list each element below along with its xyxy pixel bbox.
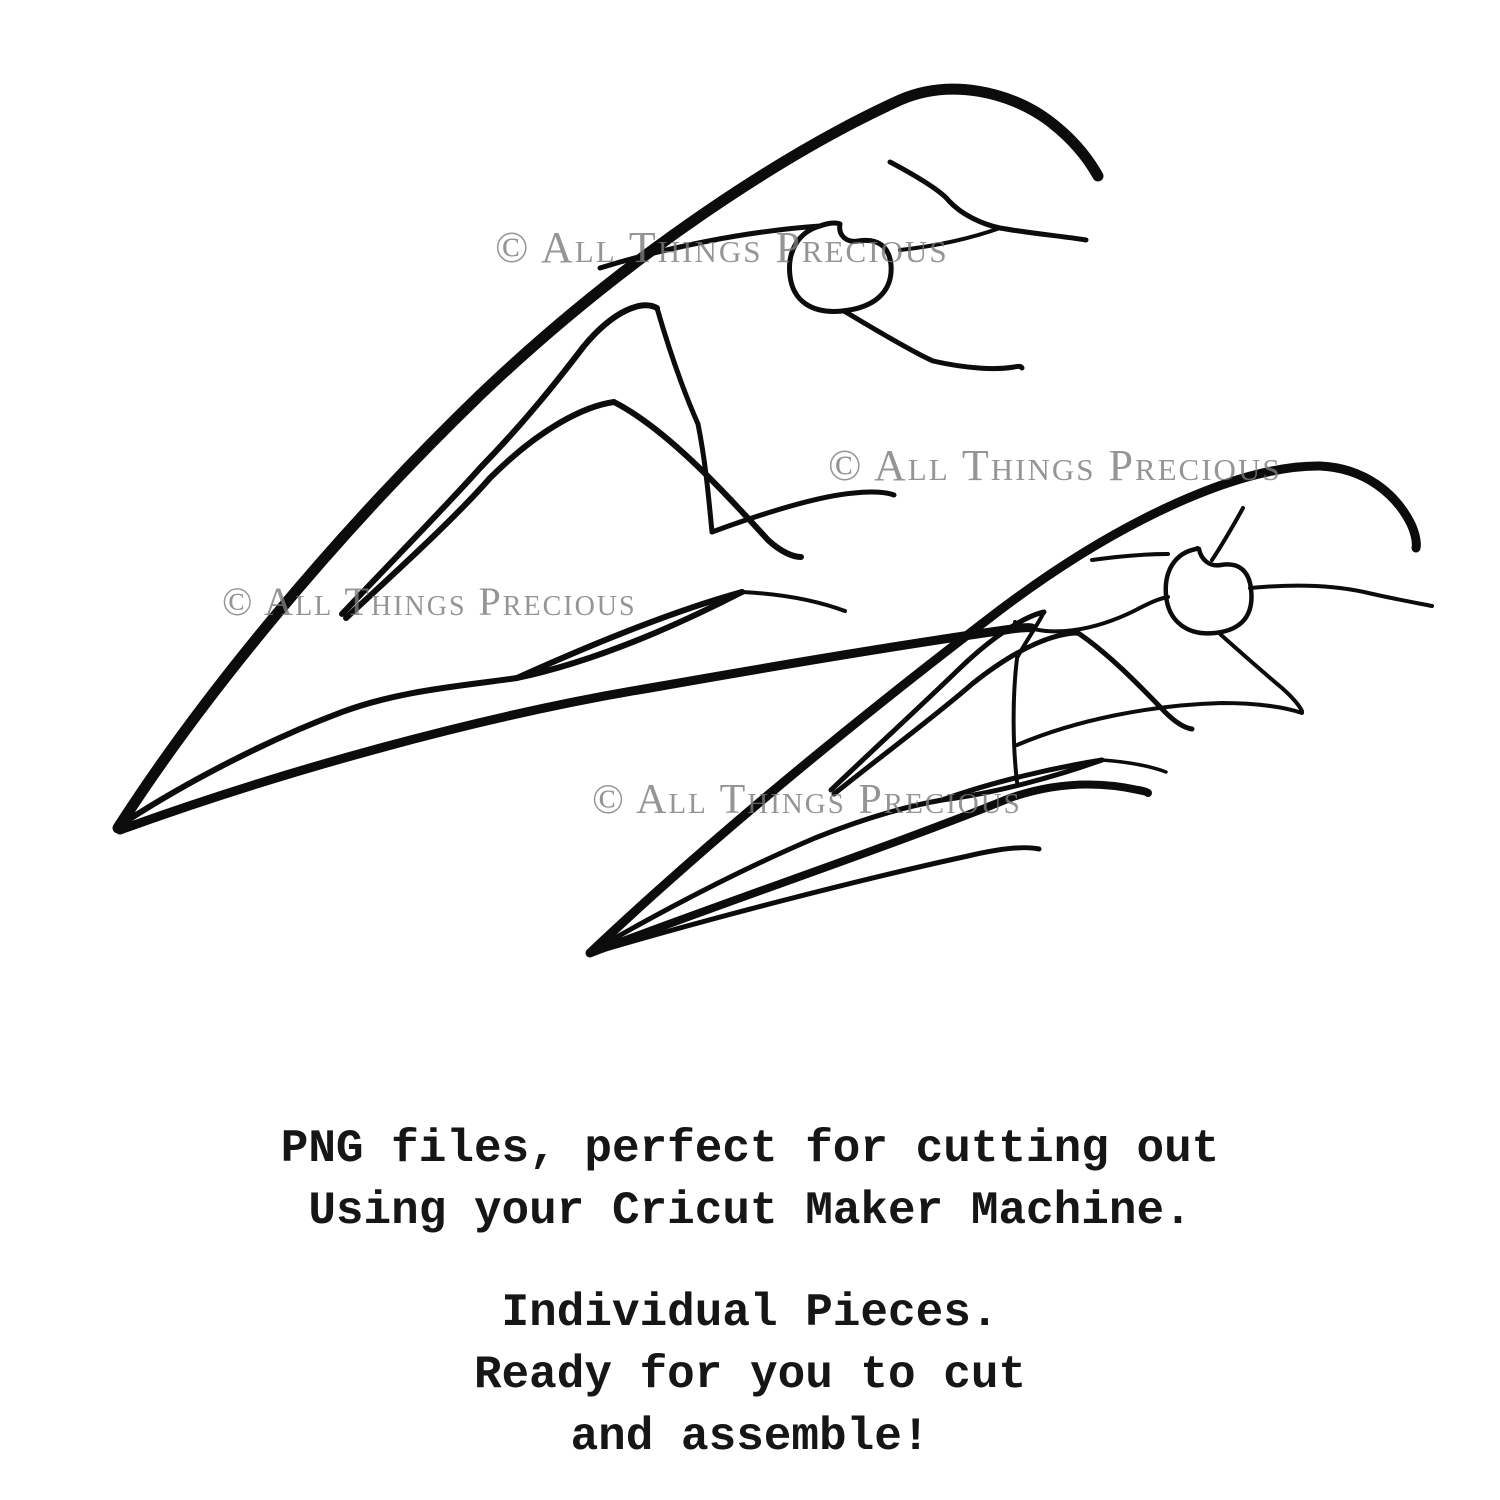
wing-small-lens-lower — [939, 757, 1105, 803]
wing-small-costal-approach — [591, 797, 945, 953]
caption-block-2-line-2: Ready for you to cut — [473, 1349, 1027, 1401]
wing-small-apex-wavy-vein — [1210, 506, 1245, 562]
wing-large-cell-vein-lower — [343, 399, 804, 621]
caption-block-1-line-2: Using your Cricut Maker Machine. — [308, 1185, 1192, 1237]
wing-small-mid-arc — [1218, 632, 1304, 713]
wing-small-lens-upper — [939, 757, 1105, 803]
wing-small-bean-right-vein — [1248, 583, 1434, 608]
watermark-2: © All Things Precious — [828, 441, 1282, 490]
wing-large-lens-upper — [514, 589, 745, 681]
wing-large-drop-connector — [654, 305, 715, 535]
wing-small-bean-cell — [1163, 546, 1254, 636]
wing-large-apex-wavy-vein — [887, 159, 1089, 243]
caption-block-1-line-1: PNG files, perfect for cutting out — [280, 1123, 1220, 1175]
wing-large-costal-approach — [119, 675, 520, 827]
caption-block-2-line-1: Individual Pieces. — [501, 1287, 999, 1339]
wing-small-lens-tail — [1100, 758, 1168, 774]
wing-small-bean-arc-left — [1013, 595, 1170, 634]
wing-large-bean-feed-vein — [597, 223, 823, 271]
wing-large — [112, 83, 1104, 835]
wing-small — [585, 461, 1434, 958]
wing-small-trailing-edge — [587, 780, 1152, 957]
wing-large-bean-cell — [787, 220, 894, 314]
wing-large-leading-edge — [112, 83, 1104, 834]
wing-small-lower-sweep — [586, 845, 1042, 957]
wing-large-bean-link — [898, 226, 1002, 252]
wing-small-bean-feed-vein — [1090, 552, 1170, 562]
wing-small-drop-connector — [1011, 610, 1046, 784]
wing-small-leading-edge — [585, 461, 1421, 958]
wing-large-cell-vein-upper — [339, 302, 660, 617]
wing-large-mid-arc — [841, 308, 1025, 372]
caption-block-2-line-3: and assemble! — [570, 1411, 930, 1463]
wing-large-crest-arc — [709, 489, 897, 535]
watermark-4: © All Things Precious — [592, 777, 1022, 823]
wing-small-cell-vein-lower — [831, 630, 1195, 797]
caption-pieces-info: Individual Pieces. Ready for you to cut an… — [0, 1282, 1500, 1468]
wing-small-crest-arc — [1015, 701, 1304, 747]
wing-large-lens-tail — [740, 590, 847, 613]
wing-large-lens-lower — [514, 589, 745, 681]
watermark-1: © All Things Precious — [495, 223, 949, 272]
wing-small-cell-vein-upper — [828, 609, 1047, 793]
watermark-3: © All Things Precious — [222, 579, 637, 624]
